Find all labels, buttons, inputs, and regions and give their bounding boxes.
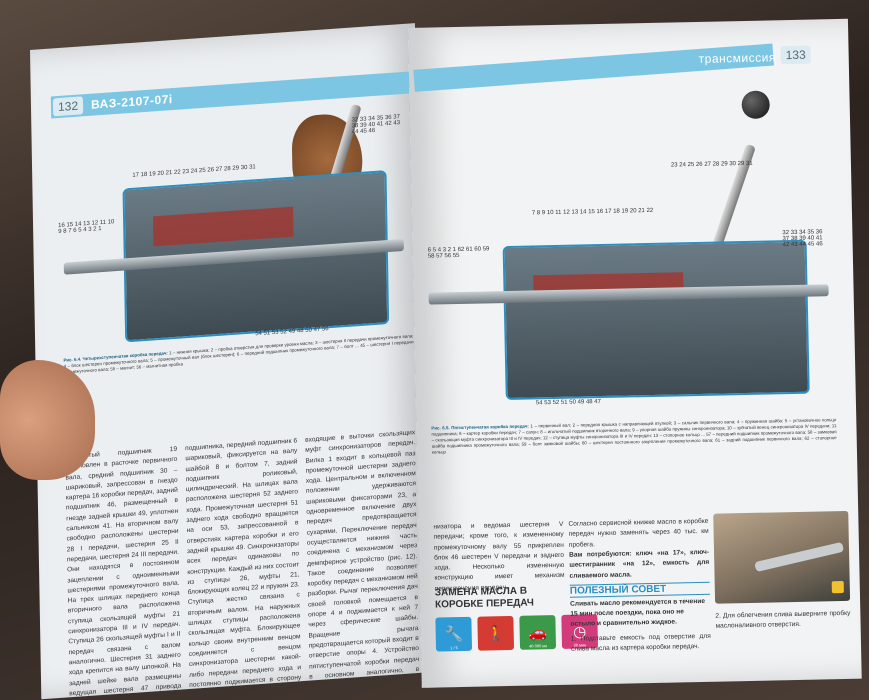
gearbox-housing <box>502 239 810 401</box>
photo-step-badge <box>831 580 844 594</box>
right-header-title: трансмиссия <box>698 50 776 66</box>
section-title: ЗАМЕНА МАСЛА В КОРОБКЕ ПЕРЕДАЧ <box>434 585 534 611</box>
step-1: 1. Подставьте емкость под отверстие для … <box>570 632 711 654</box>
drain-plug-photo <box>713 510 851 604</box>
wrench-icon: 🔧1 / 5 <box>435 616 473 652</box>
car-icon: 🚗40 000 км <box>519 615 557 650</box>
wrench-in-photo <box>754 541 845 573</box>
step-2: 2. Для облегчения слива выверните пробку… <box>715 609 851 630</box>
tip-text: Сливать масло рекомендуется в течение 15… <box>570 597 706 628</box>
callouts-right: 32 33 34 35 36 37 38 39 40 41 42 43 44 4… <box>351 114 401 136</box>
callouts-left: 6 5 4 3 2 1 62 61 60 59 58 57 56 55 <box>427 246 490 260</box>
person-icon: 🚶 <box>477 615 515 651</box>
right-page: трансмиссия 133 7 8 9 10 11 12 13 14 15 … <box>408 18 862 688</box>
tip-title: ПОЛЕЗНЫЙ СОВЕТ <box>569 581 710 598</box>
gear-knob <box>741 90 770 120</box>
callouts-left: 16 15 14 13 12 11 10 9 8 7 6 5 4 3 2 1 <box>58 219 115 236</box>
callouts-top: 7 8 9 10 11 12 13 14 15 16 17 18 19 20 2… <box>531 207 654 217</box>
open-book: 132 ВАЗ-2107-07i 17 18 19 20 21 22 23 24… <box>10 10 865 700</box>
right-figure-caption: Рис. 6.5. Пятиступенчатая коробка переда… <box>431 417 837 455</box>
left-page-number: 132 <box>52 96 84 117</box>
text-column-2: подшипника, передний подшипник 6 шариков… <box>185 437 302 700</box>
tools-needed: Вам потребуются: ключ «на 17», ключ-шест… <box>569 548 710 580</box>
text-column-1: низатора и ведомая шестерня V передачи; … <box>433 520 565 593</box>
oil-change-intro: Согласно сервисной книжке масло в коробк… <box>568 517 709 549</box>
callouts-right: 32 33 34 35 36 37 38 39 40 41 42 43 44 4… <box>782 229 823 249</box>
left-page: 132 ВАЗ-2107-07i 17 18 19 20 21 22 23 24… <box>30 23 427 700</box>
text-column-1: игольчатый подшипник 19 установлен в рас… <box>65 445 182 700</box>
right-page-number: 133 <box>780 45 811 65</box>
caption-text: 1 – первичный вал; 2 – передняя крышка с… <box>431 417 837 455</box>
four-speed-gearbox-figure: 17 18 19 20 21 22 23 24 25 26 27 28 29 3… <box>51 98 415 353</box>
text-column-3: входящие в выточки скользящих муфт синхр… <box>305 429 420 700</box>
hand-holding-book <box>0 360 95 480</box>
five-speed-gearbox-figure: 7 8 9 10 11 12 13 14 15 16 17 18 19 20 2… <box>419 79 836 418</box>
